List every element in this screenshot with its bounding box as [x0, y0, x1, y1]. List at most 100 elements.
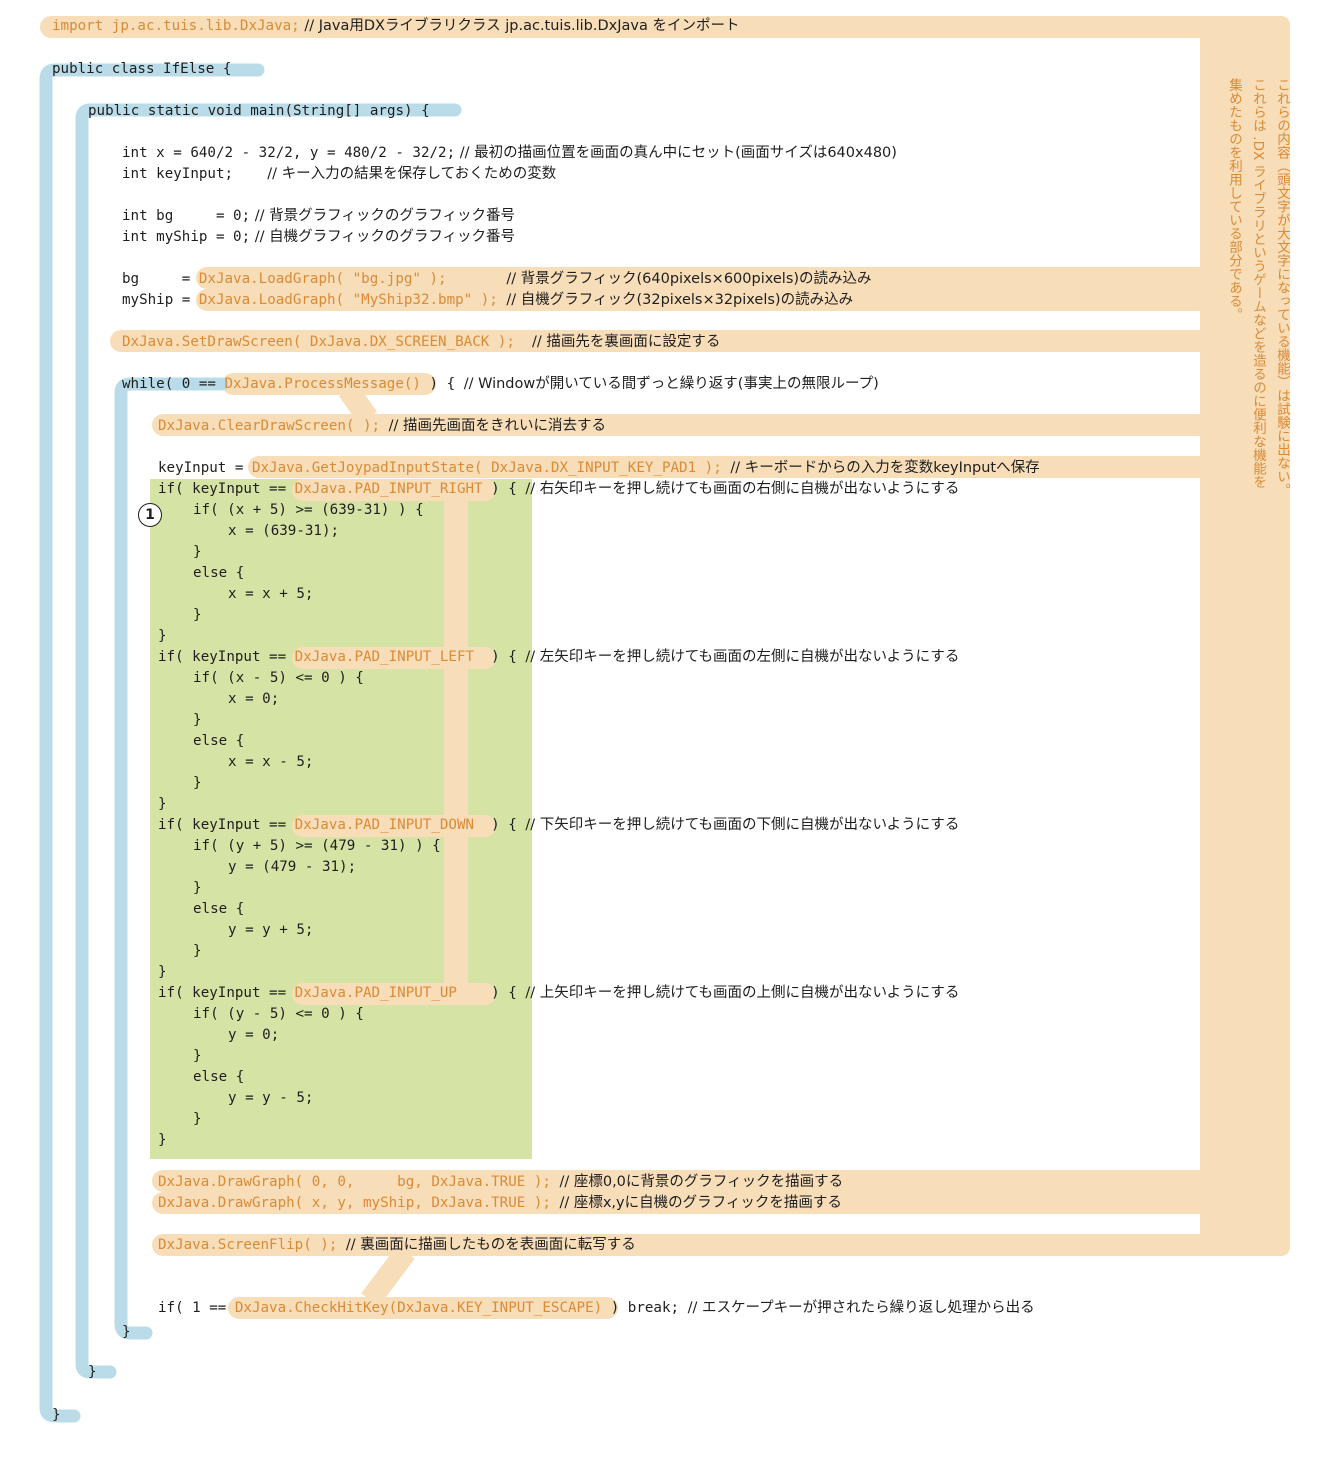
code-comment: // 左矢印キーを押し続けても画面の左側に自機が出ないようにする	[525, 649, 960, 665]
class-block-bracket	[39, 63, 265, 1423]
code-comment: // 描画先画面をきれいに消去する	[388, 418, 607, 434]
code-call: DxJava.LoadGraph( "bg.jpg" );	[198, 271, 447, 287]
code-line-decl-xy: int x = 640/2 - 32/2, y = 480/2 - 32/2; …	[122, 143, 897, 164]
code-comment: // 下矢印キーを押し続けても画面の下側に自機が出ないようにする	[525, 817, 960, 833]
code-comment: // 最初の描画位置を画面の真ん中にセット(画面サイズは640x480)	[455, 145, 897, 161]
code-call: DxJava.GetJoypadInputState( DxJava.DX_IN…	[251, 460, 722, 476]
code-code: }	[158, 964, 167, 980]
code-line-decl-ship: int myShip = 0; // 自機グラフィックのグラフィック番号	[122, 227, 515, 248]
code-comment: // 自機グラフィックのグラフィック番号	[250, 229, 516, 245]
code-line-escape: if( 1 == DxJava.CheckHitKey(DxJava.KEY_I…	[158, 1298, 1035, 1319]
code-line-u2: y = 0;	[228, 1025, 279, 1046]
code-line-l3: }	[193, 710, 202, 731]
code-call: DxJava.ProcessMessage()	[224, 376, 421, 392]
code-post: ) {	[482, 985, 526, 1001]
library-note-panel	[1200, 16, 1290, 1256]
code-code: }	[52, 1407, 61, 1423]
code-code: int keyInput;	[122, 166, 268, 182]
code-line-set-screen: DxJava.SetDrawScreen( DxJava.DX_SCREEN_B…	[122, 332, 720, 353]
code-code: public static void main(String[] args) {	[88, 103, 430, 119]
code-line-class: public class IfElse {	[52, 59, 231, 80]
strip-set-screen	[110, 330, 1210, 352]
code-code: }	[193, 1048, 202, 1064]
code-pre: keyInput =	[158, 460, 252, 476]
code-line-r3: }	[193, 542, 202, 563]
code-call: DxJava.ScreenFlip( );	[158, 1237, 338, 1253]
code-comment: // 背景グラフィック(640pixels×600pixels)の読み込み	[506, 271, 872, 287]
code-line-r1: if( (x + 5) >= (639-31) ) {	[193, 500, 424, 521]
strip-pad-right	[292, 479, 496, 501]
code-code: }	[88, 1364, 97, 1380]
strip-flip	[152, 1234, 1210, 1256]
code-post: ) {	[482, 649, 526, 665]
code-code: int bg = 0;	[122, 208, 251, 224]
connector-flip-to-escape	[361, 1245, 415, 1307]
code-call: DxJava.PAD_INPUT_RIGHT	[294, 481, 483, 497]
code-comment: // キー入力の結果を保存しておくための変数	[267, 166, 557, 182]
code-comment: // 座標x,yに自機のグラフィックを描画する	[559, 1195, 842, 1211]
code-comment: // 上矢印キーを押し続けても画面の上側に自機が出ないようにする	[525, 985, 960, 1001]
code-post	[380, 418, 389, 434]
library-note-line-3: 集めたものを利用している部分である。	[1226, 78, 1242, 321]
code-call: DxJava.DrawGraph( 0, 0, bg, DxJava.TRUE …	[158, 1174, 551, 1190]
code-post	[447, 271, 507, 287]
code-line-l4: else {	[193, 731, 244, 752]
code-line-close-main: }	[88, 1362, 97, 1383]
code-code: if( (y + 5) >= (479 - 31) ) {	[193, 838, 441, 854]
code-code: }	[193, 775, 202, 791]
code-comment: // 背景グラフィックのグラフィック番号	[250, 208, 516, 224]
code-line-load-bg: bg = DxJava.LoadGraph( "bg.jpg" ); // 背景…	[122, 269, 872, 290]
code-post: ) {	[420, 376, 464, 392]
code-line-d4: else {	[193, 899, 244, 920]
code-line-r4: else {	[193, 563, 244, 584]
code-line-close-class: }	[52, 1405, 61, 1426]
code-line-l6: }	[193, 773, 202, 794]
code-post: ) {	[482, 481, 526, 497]
code-comment: // 描画先を裏画面に設定する	[532, 334, 721, 350]
strip-load-bg	[196, 267, 1210, 289]
code-line-if-left: if( keyInput == DxJava.PAD_INPUT_LEFT ) …	[158, 647, 959, 668]
code-call: DxJava.PAD_INPUT_LEFT	[294, 649, 483, 665]
code-pre: bg =	[122, 271, 199, 287]
code-code: }	[193, 712, 202, 728]
code-line-l2: x = 0;	[228, 689, 279, 710]
code-line-d7: }	[158, 962, 167, 983]
code-comment: // Windowが開いている間ずっと繰り返す(事実上の無限ループ)	[463, 376, 879, 392]
code-line-main: public static void main(String[] args) {	[88, 101, 430, 122]
code-line-u3: }	[193, 1046, 202, 1067]
strip-pad-left	[292, 647, 496, 669]
library-note-text: これらの内容（頭文字が大文字になっている機能）は試験に出ない。 これらは .DX…	[1204, 78, 1294, 558]
strip-pad-down	[292, 815, 496, 837]
code-line-import: import jp.ac.tuis.lib.DxJava; // Java用DX…	[52, 16, 739, 37]
main-block-bracket	[75, 103, 462, 1379]
code-code: y = (479 - 31);	[228, 859, 357, 875]
code-line-d6: }	[193, 941, 202, 962]
code-comment: // キーボードからの入力を変数keyInputへ保存	[730, 460, 1040, 476]
code-line-if-right: if( keyInput == DxJava.PAD_INPUT_RIGHT )…	[158, 479, 959, 500]
code-line-l5: x = x - 5;	[228, 752, 313, 773]
code-code: x = (639-31);	[228, 523, 340, 539]
code-pre: if( keyInput ==	[158, 649, 295, 665]
code-line-get-input: keyInput = DxJava.GetJoypadInputState( D…	[158, 458, 1040, 479]
strip-import	[40, 16, 1210, 38]
strip-load-ship	[196, 289, 1210, 311]
code-post: ) break;	[602, 1300, 688, 1316]
code-line-if-up: if( keyInput == DxJava.PAD_INPUT_UP ) { …	[158, 983, 959, 1004]
code-code: y = y - 5;	[228, 1090, 314, 1106]
code-code: if( (x - 5) <= 0 ) {	[193, 670, 364, 686]
code-line-l1: if( (x - 5) <= 0 ) {	[193, 668, 364, 689]
code-code: int myShip = 0;	[122, 229, 251, 245]
code-line-clear: DxJava.ClearDrawScreen( ); // 描画先画面をきれいに…	[158, 416, 606, 437]
code-comment: // エスケープキーが押されたら繰り返し処理から出る	[687, 1300, 1035, 1316]
code-pre: if( keyInput ==	[158, 985, 295, 1001]
code-call: DxJava.SetDrawScreen( DxJava.DX_SCREEN_B…	[122, 334, 515, 350]
code-comment: // 裏画面に描画したものを表画面に転写する	[345, 1237, 636, 1253]
code-line-draw-ship: DxJava.DrawGraph( x, y, myShip, DxJava.T…	[158, 1193, 842, 1214]
code-code: }	[193, 544, 202, 560]
code-call: DxJava.ClearDrawScreen( );	[158, 418, 381, 434]
strip-draw-ship	[152, 1192, 1210, 1214]
code-line-r7: }	[158, 626, 167, 647]
code-comment: // 右矢印キーを押し続けても画面の右側に自機が出ないようにする	[525, 481, 960, 497]
code-call: DxJava.DrawGraph( x, y, myShip, DxJava.T…	[158, 1195, 551, 1211]
